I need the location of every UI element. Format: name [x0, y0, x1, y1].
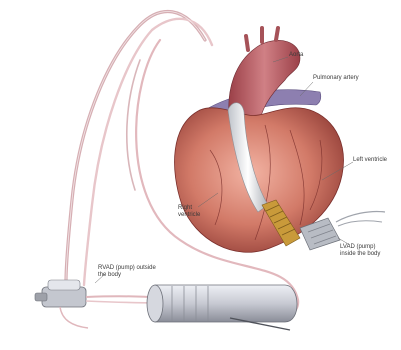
label-left-ventricle: Left ventricle: [353, 157, 387, 164]
rvad-connector: [35, 280, 160, 328]
rvad-pump: [147, 285, 297, 330]
label-pulmonary-artery: Pulmonary artery: [313, 75, 359, 82]
label-rvad: RVAD (pump) outside the body: [98, 265, 156, 279]
label-aorta: Aorta: [289, 52, 303, 59]
label-lvad: LVAD (pump) inside the body: [340, 244, 392, 258]
label-right-ventricle: Right ventricle: [178, 205, 204, 219]
